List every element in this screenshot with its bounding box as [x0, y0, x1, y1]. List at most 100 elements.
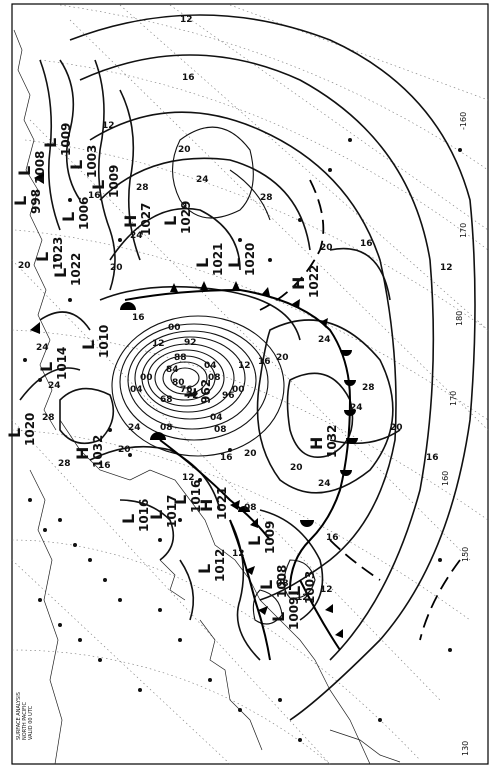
center-value: 1020 — [23, 413, 37, 446]
center-value: 1003 — [85, 145, 99, 178]
center-letter: L — [285, 586, 304, 596]
longitude-label: 130 — [461, 741, 470, 756]
isobar-label: 20 — [290, 463, 303, 473]
isobar-label: 04 — [210, 413, 223, 423]
center-value: 998 — [29, 189, 43, 214]
center-value: 1017 — [165, 495, 179, 528]
longitude-labels: -160 170 180 170 160 150 130 — [441, 112, 470, 756]
center-letter: L — [15, 166, 34, 176]
pressure-center-low: L 1009 — [245, 521, 277, 554]
isobar-label: 16 — [326, 533, 339, 543]
isobar-label: 20 — [110, 263, 123, 273]
isobar-label: 24 — [36, 343, 49, 353]
isobar-label: 24 — [48, 381, 61, 391]
center-value: 962 — [199, 379, 213, 404]
isobar-label: 16 — [132, 313, 145, 323]
longitude-label: 160 — [441, 471, 450, 486]
center-value: 1032 — [325, 425, 339, 458]
graticule — [11, 4, 489, 765]
warm-front-scallop — [340, 350, 352, 356]
isobar-label: 24 — [350, 403, 363, 413]
pressure-center-low: L 1022 — [51, 253, 83, 286]
center-letter: H — [73, 447, 92, 460]
pressure-center-high: H 1022 — [289, 265, 321, 298]
center-value: 1032 — [91, 435, 105, 468]
center-letter: L — [37, 362, 56, 372]
center-letter: L — [181, 388, 200, 398]
center-letter: H — [307, 437, 326, 450]
center-value: 1016 — [189, 480, 203, 513]
center-letter: L — [5, 428, 24, 438]
pressure-center-low: L 1010 — [79, 325, 111, 358]
isobar-label: 08 — [208, 373, 221, 383]
legend-line: VALID 00 UTC — [28, 705, 34, 740]
coastline — [13, 29, 401, 765]
pressure-center-high: H 1032 — [307, 425, 339, 458]
legend-line: SURFACE ANALYSIS — [16, 692, 22, 740]
pressure-center-low: L 1020 — [5, 413, 37, 446]
center-letter: L — [89, 180, 108, 190]
pressure-center-low: L 1020 — [225, 243, 257, 276]
center-letter: L — [59, 212, 78, 222]
center-value: 1029 — [179, 201, 193, 234]
isobar-label: 16 — [360, 239, 373, 249]
pressure-center-low: L 1014 — [37, 347, 69, 380]
pressure-center-low: L 1009 — [269, 597, 301, 630]
isobar-label: 04 — [130, 385, 143, 395]
isobar-label: 16 — [182, 73, 195, 83]
isobar-label: 20 — [276, 353, 289, 363]
isobar-label: 12 — [180, 15, 193, 25]
isobar-label: 16 — [220, 453, 233, 463]
isobar-label: 76 — [180, 385, 193, 395]
isobar-label: 24 — [318, 479, 331, 489]
center-value: 1008 — [275, 565, 289, 598]
center-value: 1006 — [77, 197, 91, 230]
center-value: 1022 — [307, 265, 321, 298]
map-legend-text: SURFACE ANALYSIS NORTH PACIFIC VALID 00 … — [16, 692, 34, 740]
center-letter: L — [11, 196, 30, 206]
pressure-center-low: L 1021 — [193, 243, 225, 276]
isobar-label: 00 — [232, 385, 245, 395]
pressure-center-high: H 1021 — [197, 487, 229, 520]
longitude-label: -160 — [459, 112, 468, 130]
isobar-label: 20 — [118, 445, 131, 455]
pressure-center-low: L 1009 — [89, 165, 121, 198]
isobar-label: 12 — [320, 585, 333, 595]
isobar-label: 20 — [18, 261, 31, 271]
longitude-label: 180 — [455, 311, 464, 326]
isobar-label: 68 — [160, 395, 173, 405]
pressure-center-low: L 1008 — [257, 565, 289, 598]
cold-front-barb — [170, 283, 178, 292]
pressure-center-low: L 1029 — [161, 201, 193, 234]
map-frame — [11, 3, 489, 765]
isobar-label: 16 — [426, 453, 439, 463]
longitude-label: 170 — [459, 223, 468, 238]
isobar-label: 28 — [260, 193, 273, 203]
longitude-label: 150 — [461, 547, 470, 562]
center-letter: H — [121, 215, 140, 228]
isobar-label: 16 — [258, 357, 271, 367]
isobar-label: 12 — [238, 361, 251, 371]
pressure-center-low: L 1003 — [285, 571, 317, 604]
isobar-label: 00 — [168, 323, 181, 333]
isobar-label: 24 — [196, 175, 209, 185]
isobar-label: 12 — [296, 593, 309, 603]
center-letter: L — [41, 138, 60, 148]
isobar-label: 72 — [186, 391, 199, 401]
center-value: 1009 — [287, 597, 301, 630]
center-value: 1022 — [69, 253, 83, 286]
pressure-center-low: L 1017 — [147, 495, 179, 528]
center-letter: L — [79, 340, 98, 350]
center-letter: L — [171, 495, 190, 505]
pressure-centers: H 1027 H 1032 H 1032 L 962 L 1029 L 1021… — [5, 123, 339, 630]
isobar-label: 08 — [160, 423, 173, 433]
pressure-center-low: L 1016 — [119, 499, 151, 532]
pressure-center-low: L 1012 — [195, 549, 227, 582]
pressure-center-high: H 1027 — [121, 203, 153, 236]
isobar-label: 80 — [172, 378, 185, 388]
isobar-label: 12 — [182, 473, 195, 483]
isobar-label: 16 — [98, 461, 111, 471]
center-value: 1008 — [33, 151, 47, 184]
isobar-label: 08 — [244, 503, 257, 513]
